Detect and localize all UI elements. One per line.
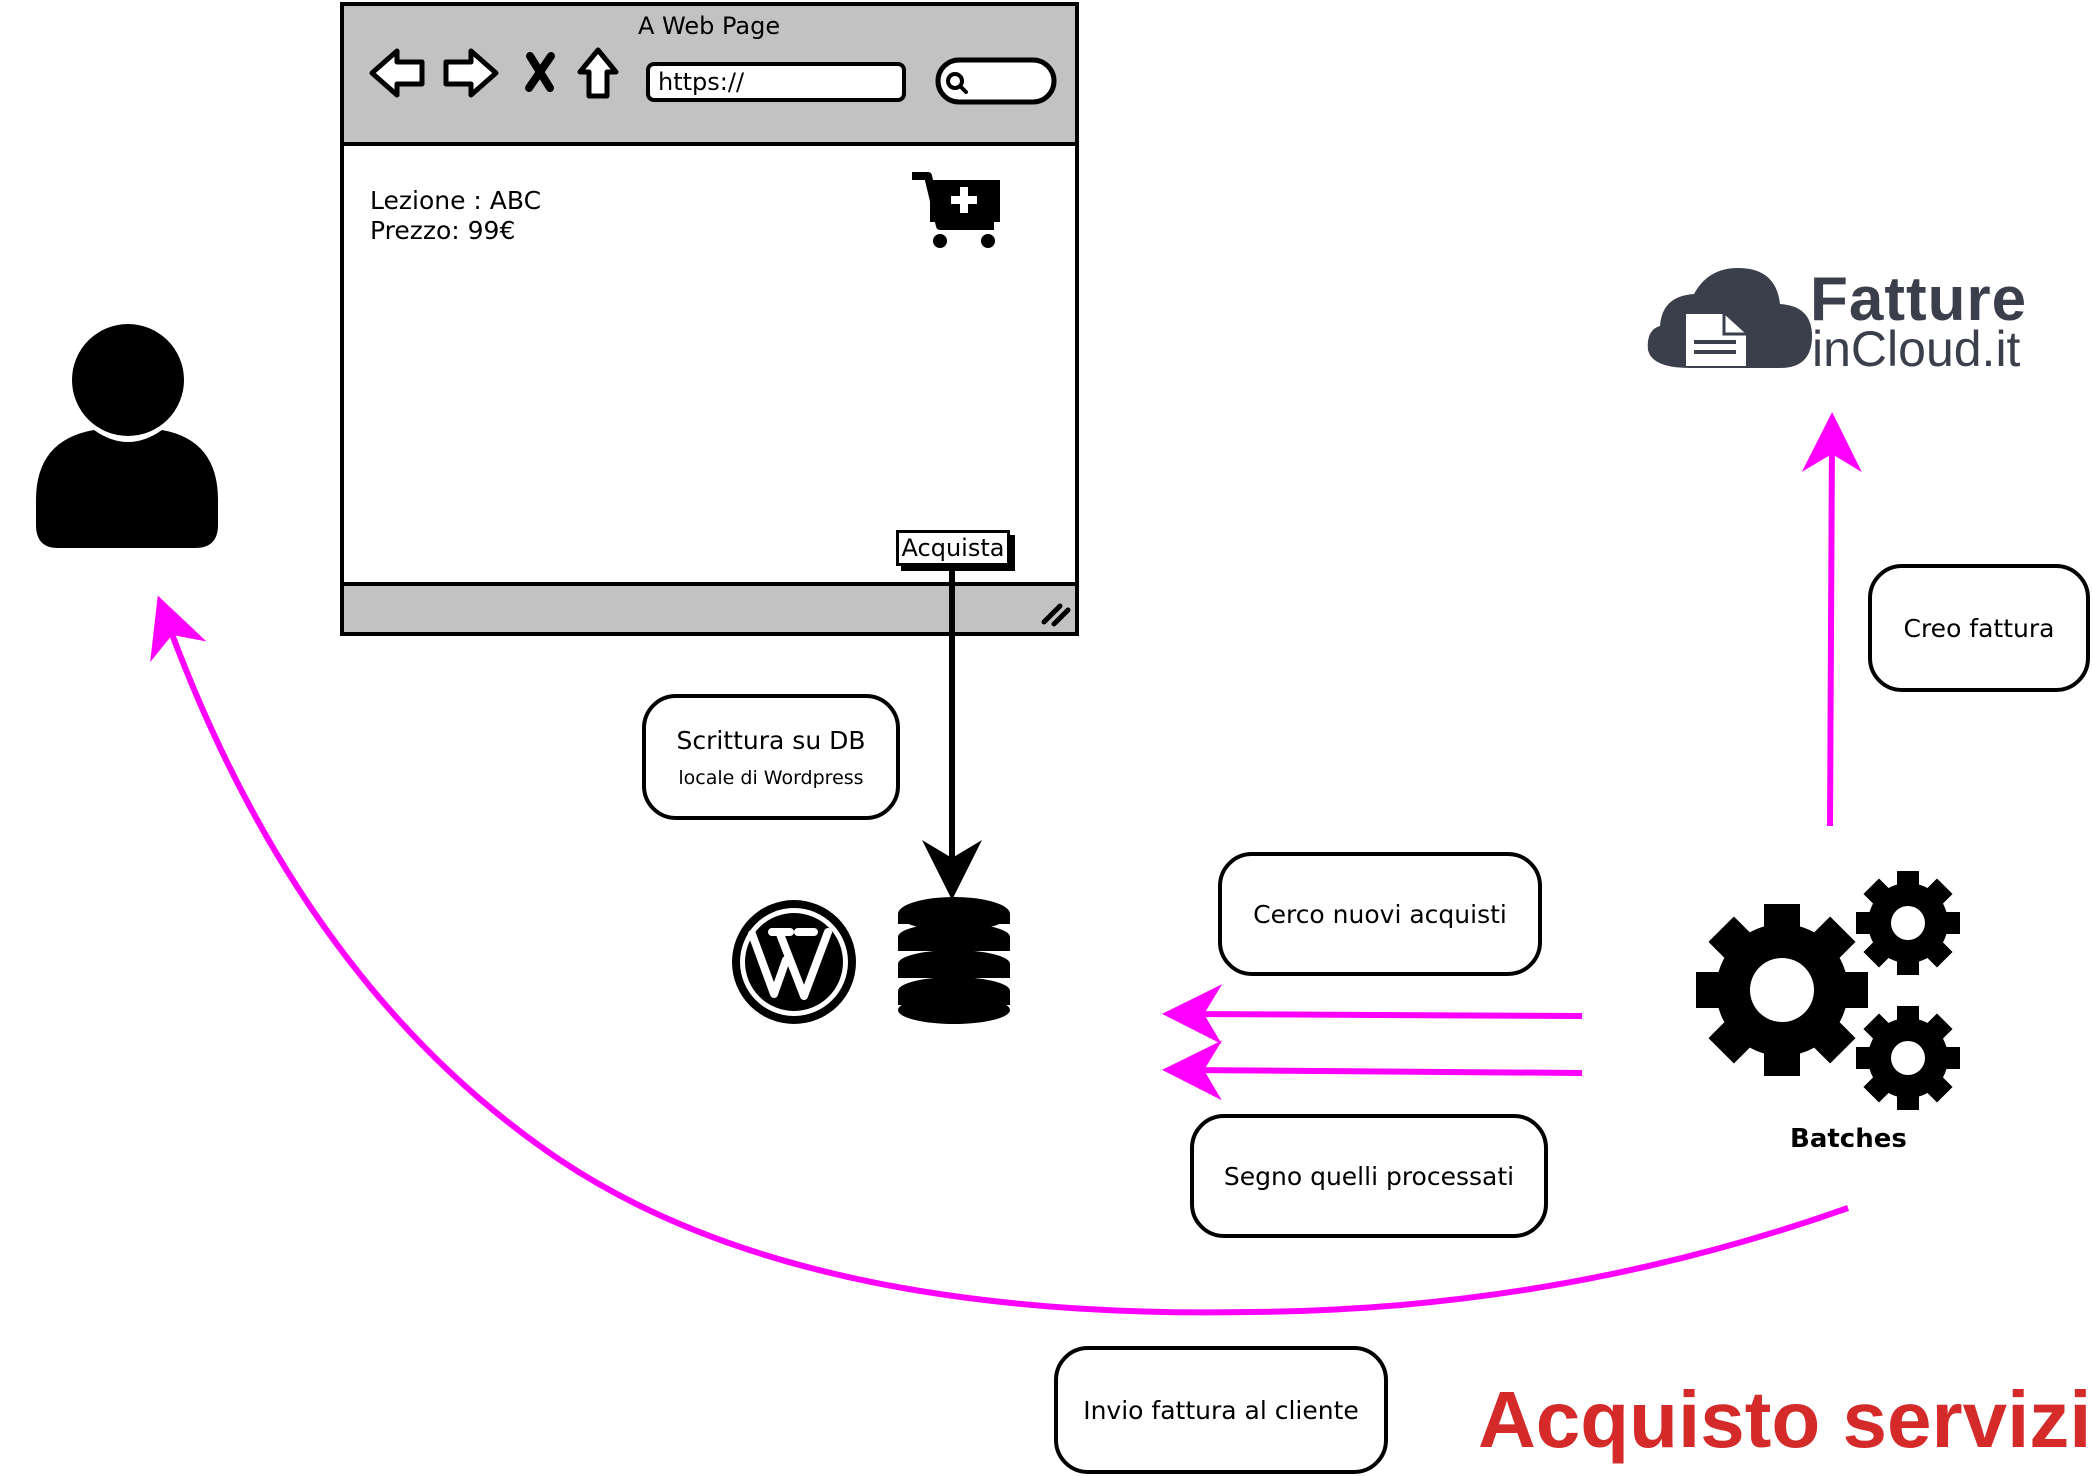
forward-arrow-icon[interactable]: [443, 48, 499, 98]
arrow-batches-to-fatture: [1801, 412, 1862, 827]
gears-icon: [1696, 871, 1960, 1110]
user-icon: [36, 324, 218, 548]
browser-statusbar: [340, 582, 1079, 636]
resize-grip-icon[interactable]: [1041, 603, 1071, 627]
stop-icon[interactable]: [525, 52, 555, 92]
arrow-mark-db: [1162, 1040, 1583, 1101]
brand-line2-rest: Cloud.it: [1850, 321, 2021, 377]
note-db-write-sub: locale di Wordpress: [678, 766, 864, 789]
note-mark: Segno quelli processati: [1190, 1114, 1548, 1238]
back-arrow-icon[interactable]: [369, 48, 425, 98]
note-invoice-create: Creo fattura: [1868, 564, 2090, 692]
brand-line1: Fatture: [1810, 265, 2028, 334]
note-db-write-main: Scrittura su DB: [676, 725, 866, 755]
note-search: Cerco nuovi acquisti: [1218, 852, 1542, 976]
url-text: https://: [658, 68, 745, 96]
batches-label: Batches: [1790, 1124, 1907, 1154]
arrow-invoice-to-user: [150, 595, 1850, 1316]
browser-title: A Web Page: [638, 12, 781, 40]
product-name: Lezione : ABC: [370, 186, 542, 215]
search-icon: [946, 72, 964, 90]
cloud-document-icon: [1647, 268, 1812, 368]
database-icon: [898, 897, 1010, 1024]
home-icon[interactable]: [577, 47, 619, 99]
add-to-cart-icon[interactable]: [912, 172, 1000, 248]
wordpress-logo-icon: [732, 900, 856, 1024]
url-input[interactable]: https://: [646, 62, 906, 102]
note-invoice-send: Invio fattura al cliente: [1054, 1346, 1388, 1474]
product-price: Prezzo: 99€: [370, 216, 516, 245]
note-db-write: Scrittura su DB locale di Wordpress: [642, 694, 900, 820]
brand-line2: inCloud.it: [1812, 320, 2020, 378]
brand-line2-prefix: in: [1812, 321, 1851, 377]
diagram-title: Acquisto servizio: [1478, 1375, 2092, 1464]
arrow-search-db: [1162, 984, 1583, 1045]
search-field[interactable]: [935, 57, 1057, 105]
buy-button[interactable]: Acquista: [896, 530, 1010, 566]
